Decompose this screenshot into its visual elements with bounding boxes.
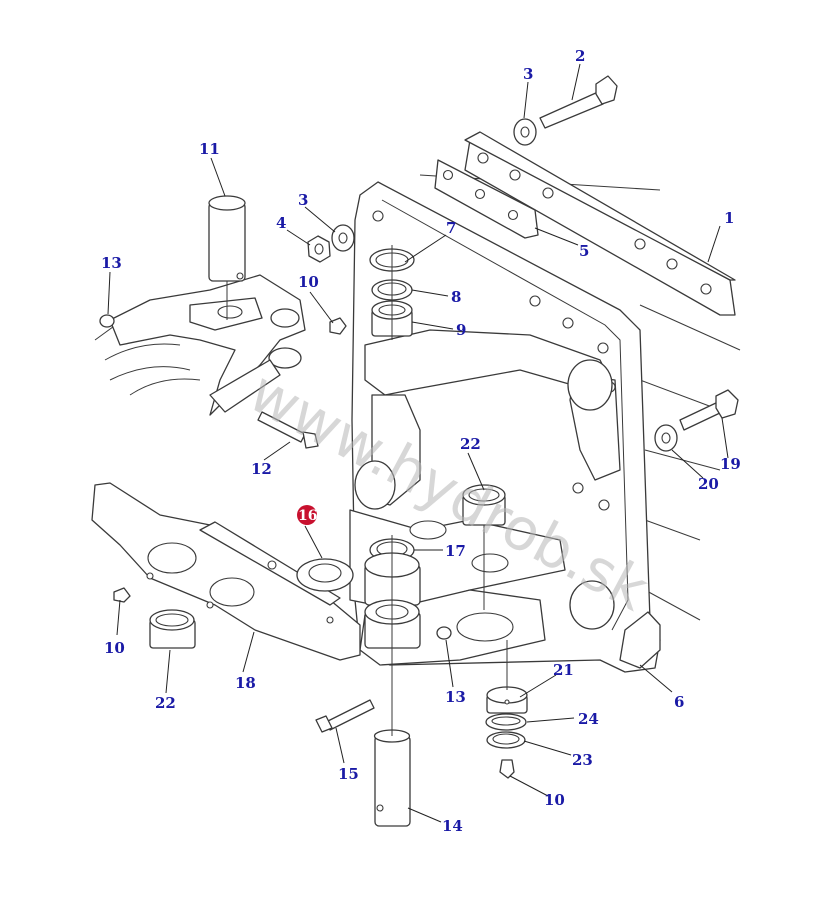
callout-5[interactable]: 5 bbox=[579, 242, 589, 260]
callout-4[interactable]: 4 bbox=[276, 214, 286, 232]
callout-3-left[interactable]: 3 bbox=[298, 191, 308, 209]
part-10-grease-nipple-bottom bbox=[499, 759, 515, 779]
callout-22-top[interactable]: 22 bbox=[460, 435, 481, 453]
callout-6[interactable]: 6 bbox=[674, 693, 684, 711]
part-14-pin bbox=[373, 729, 411, 827]
part-19-bolt bbox=[679, 389, 739, 431]
callout-22-bottom[interactable]: 22 bbox=[155, 694, 176, 712]
callout-21[interactable]: 21 bbox=[553, 661, 574, 679]
callout-20[interactable]: 20 bbox=[698, 475, 719, 493]
callout-12[interactable]: 12 bbox=[251, 460, 272, 478]
highlight-badge-16 bbox=[297, 505, 317, 525]
part-21-cap bbox=[486, 686, 528, 714]
callout-13-left[interactable]: 13 bbox=[101, 254, 122, 272]
upper-left-housing bbox=[104, 274, 306, 416]
callout-13-right[interactable]: 13 bbox=[445, 688, 466, 706]
callout-18[interactable]: 18 bbox=[235, 674, 256, 692]
part-3-washer-top bbox=[513, 118, 537, 146]
part-10-grease-nipple-top bbox=[329, 317, 347, 335]
callout-24[interactable]: 24 bbox=[578, 710, 599, 728]
part-22-bushing-bottom bbox=[149, 609, 196, 649]
callout-3-top[interactable]: 3 bbox=[523, 65, 533, 83]
leader-lines bbox=[107, 63, 729, 823]
part-16-washer bbox=[296, 558, 354, 592]
part-13-nut-right bbox=[436, 626, 452, 640]
callout-8[interactable]: 8 bbox=[451, 288, 461, 306]
part-3-washer-left bbox=[331, 224, 355, 252]
callout-11[interactable]: 11 bbox=[199, 140, 220, 158]
part-4-nut bbox=[307, 235, 331, 263]
callout-7[interactable]: 7 bbox=[446, 219, 456, 237]
callout-1[interactable]: 1 bbox=[724, 209, 734, 227]
callout-23[interactable]: 23 bbox=[572, 751, 593, 769]
callout-17[interactable]: 17 bbox=[445, 542, 466, 560]
part-5-short-plate bbox=[434, 159, 539, 239]
callout-labels: 1 2 3 3 4 5 6 7 8 9 10 10 10 11 12 13 13… bbox=[101, 47, 741, 835]
callout-14[interactable]: 14 bbox=[442, 817, 463, 835]
part-20-washer bbox=[654, 424, 678, 452]
part-15-bolt bbox=[315, 699, 375, 733]
part-12-bolt bbox=[257, 411, 319, 449]
callout-9[interactable]: 9 bbox=[456, 321, 466, 339]
part-1-long-plate bbox=[464, 131, 736, 316]
callout-16[interactable]: 16 bbox=[298, 508, 317, 524]
callout-10-left[interactable]: 10 bbox=[104, 639, 125, 657]
callout-15[interactable]: 15 bbox=[338, 765, 359, 783]
callout-19[interactable]: 19 bbox=[720, 455, 741, 473]
callout-10-bottom[interactable]: 10 bbox=[544, 791, 565, 809]
part-2-bolt bbox=[539, 75, 618, 129]
part-10-grease-nipple-left bbox=[113, 587, 131, 603]
part-13-nut-left bbox=[99, 314, 115, 328]
callout-10-top[interactable]: 10 bbox=[298, 273, 319, 291]
part-23-snap-ring bbox=[486, 731, 526, 749]
part-24-ring bbox=[485, 713, 527, 731]
assembly-center-lines bbox=[226, 245, 508, 736]
part-22-bushing-top bbox=[462, 484, 506, 526]
callout-2[interactable]: 2 bbox=[575, 47, 585, 65]
part-11-pin bbox=[208, 195, 246, 282]
